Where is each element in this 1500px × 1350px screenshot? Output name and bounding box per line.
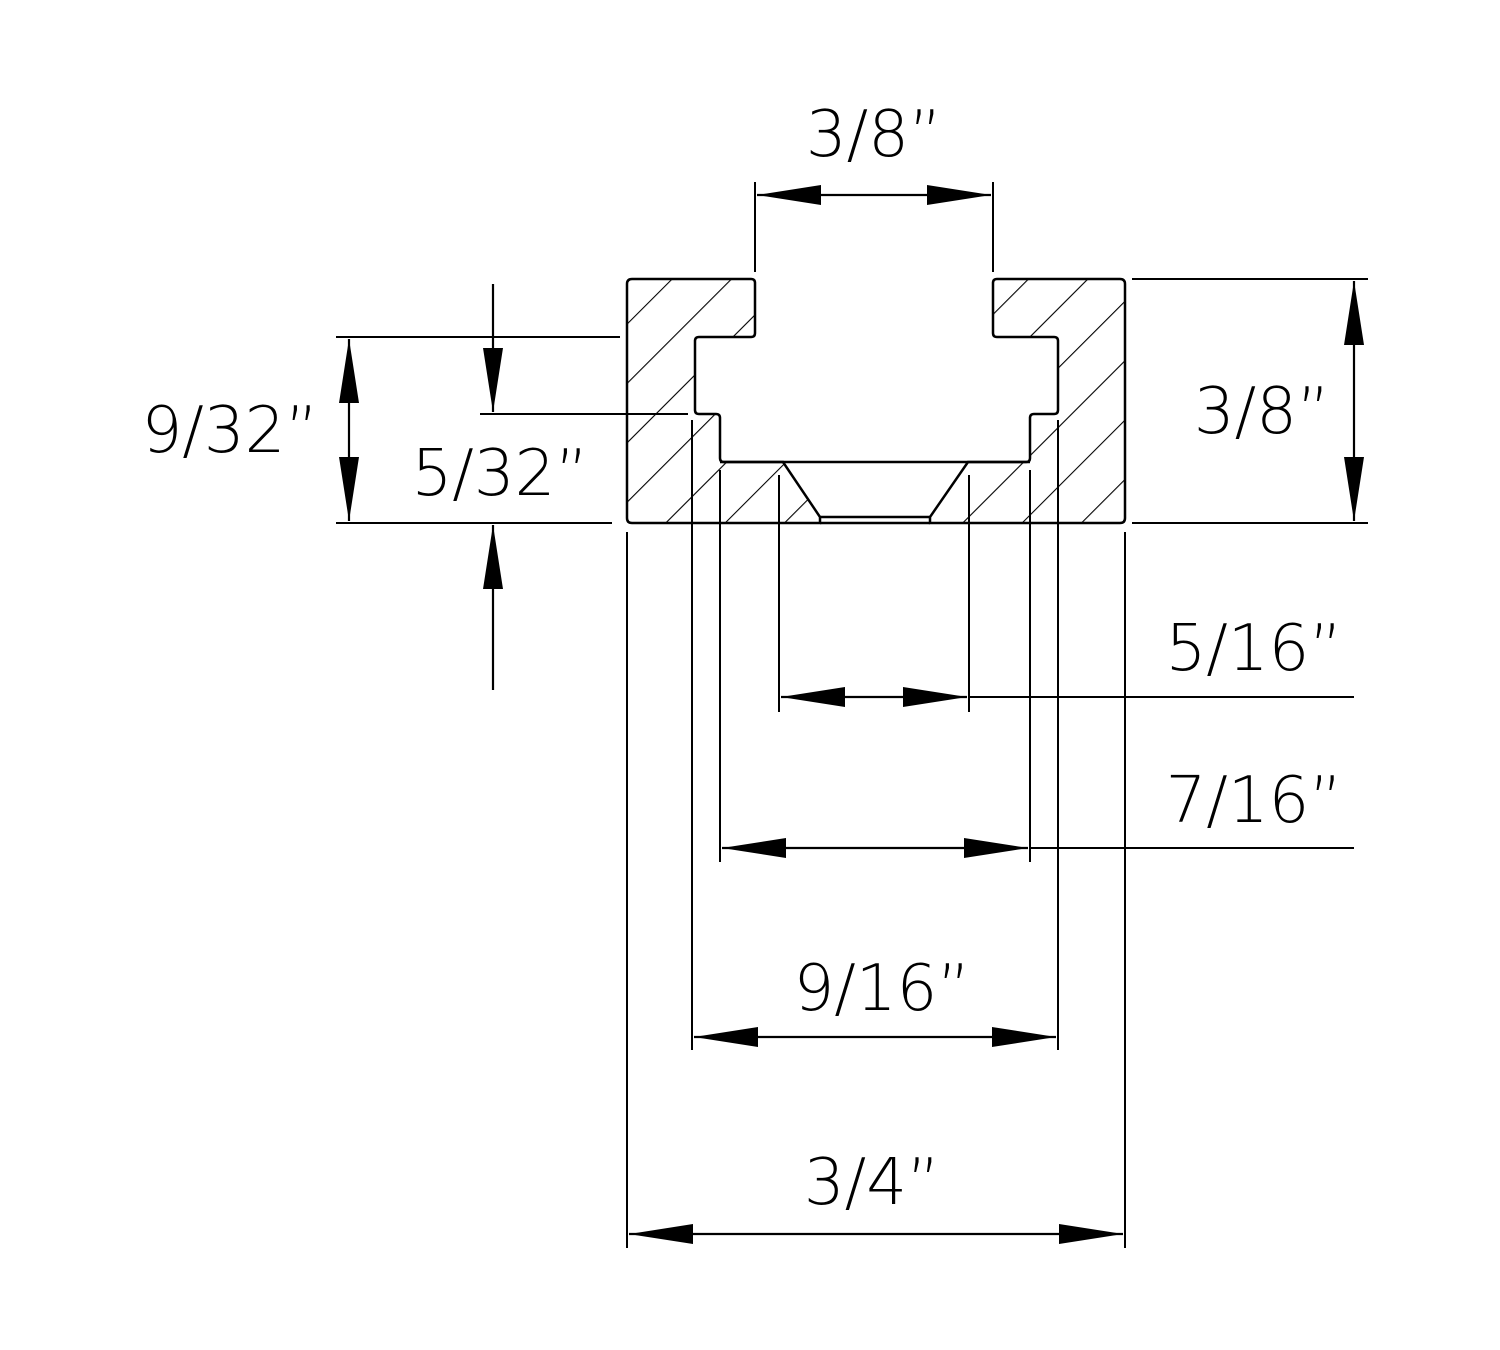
extension-lines bbox=[336, 182, 1368, 1248]
profile-right-section bbox=[928, 277, 1127, 525]
groove-bottom-label: 5/16” bbox=[1166, 612, 1343, 686]
dimension-labels: 3/8” 3/8” 9/32” 5/32” 5/16” 7/16” 9/16” … bbox=[142, 98, 1343, 1220]
profile-left-section bbox=[625, 277, 822, 525]
overall-height-label: 3/8” bbox=[1194, 375, 1330, 449]
dimension-arrows bbox=[339, 185, 1364, 1244]
slot-floor bbox=[720, 460, 1030, 525]
overall-width-label: 3/4” bbox=[804, 1146, 940, 1220]
inner-width-label: 9/16” bbox=[794, 952, 971, 1026]
slot-depth-label: 9/32” bbox=[142, 394, 319, 468]
slot-opening-label: 3/8” bbox=[806, 98, 942, 172]
lip-thickness-label: 5/32” bbox=[412, 437, 589, 511]
channel-width-label: 7/16” bbox=[1166, 764, 1343, 838]
